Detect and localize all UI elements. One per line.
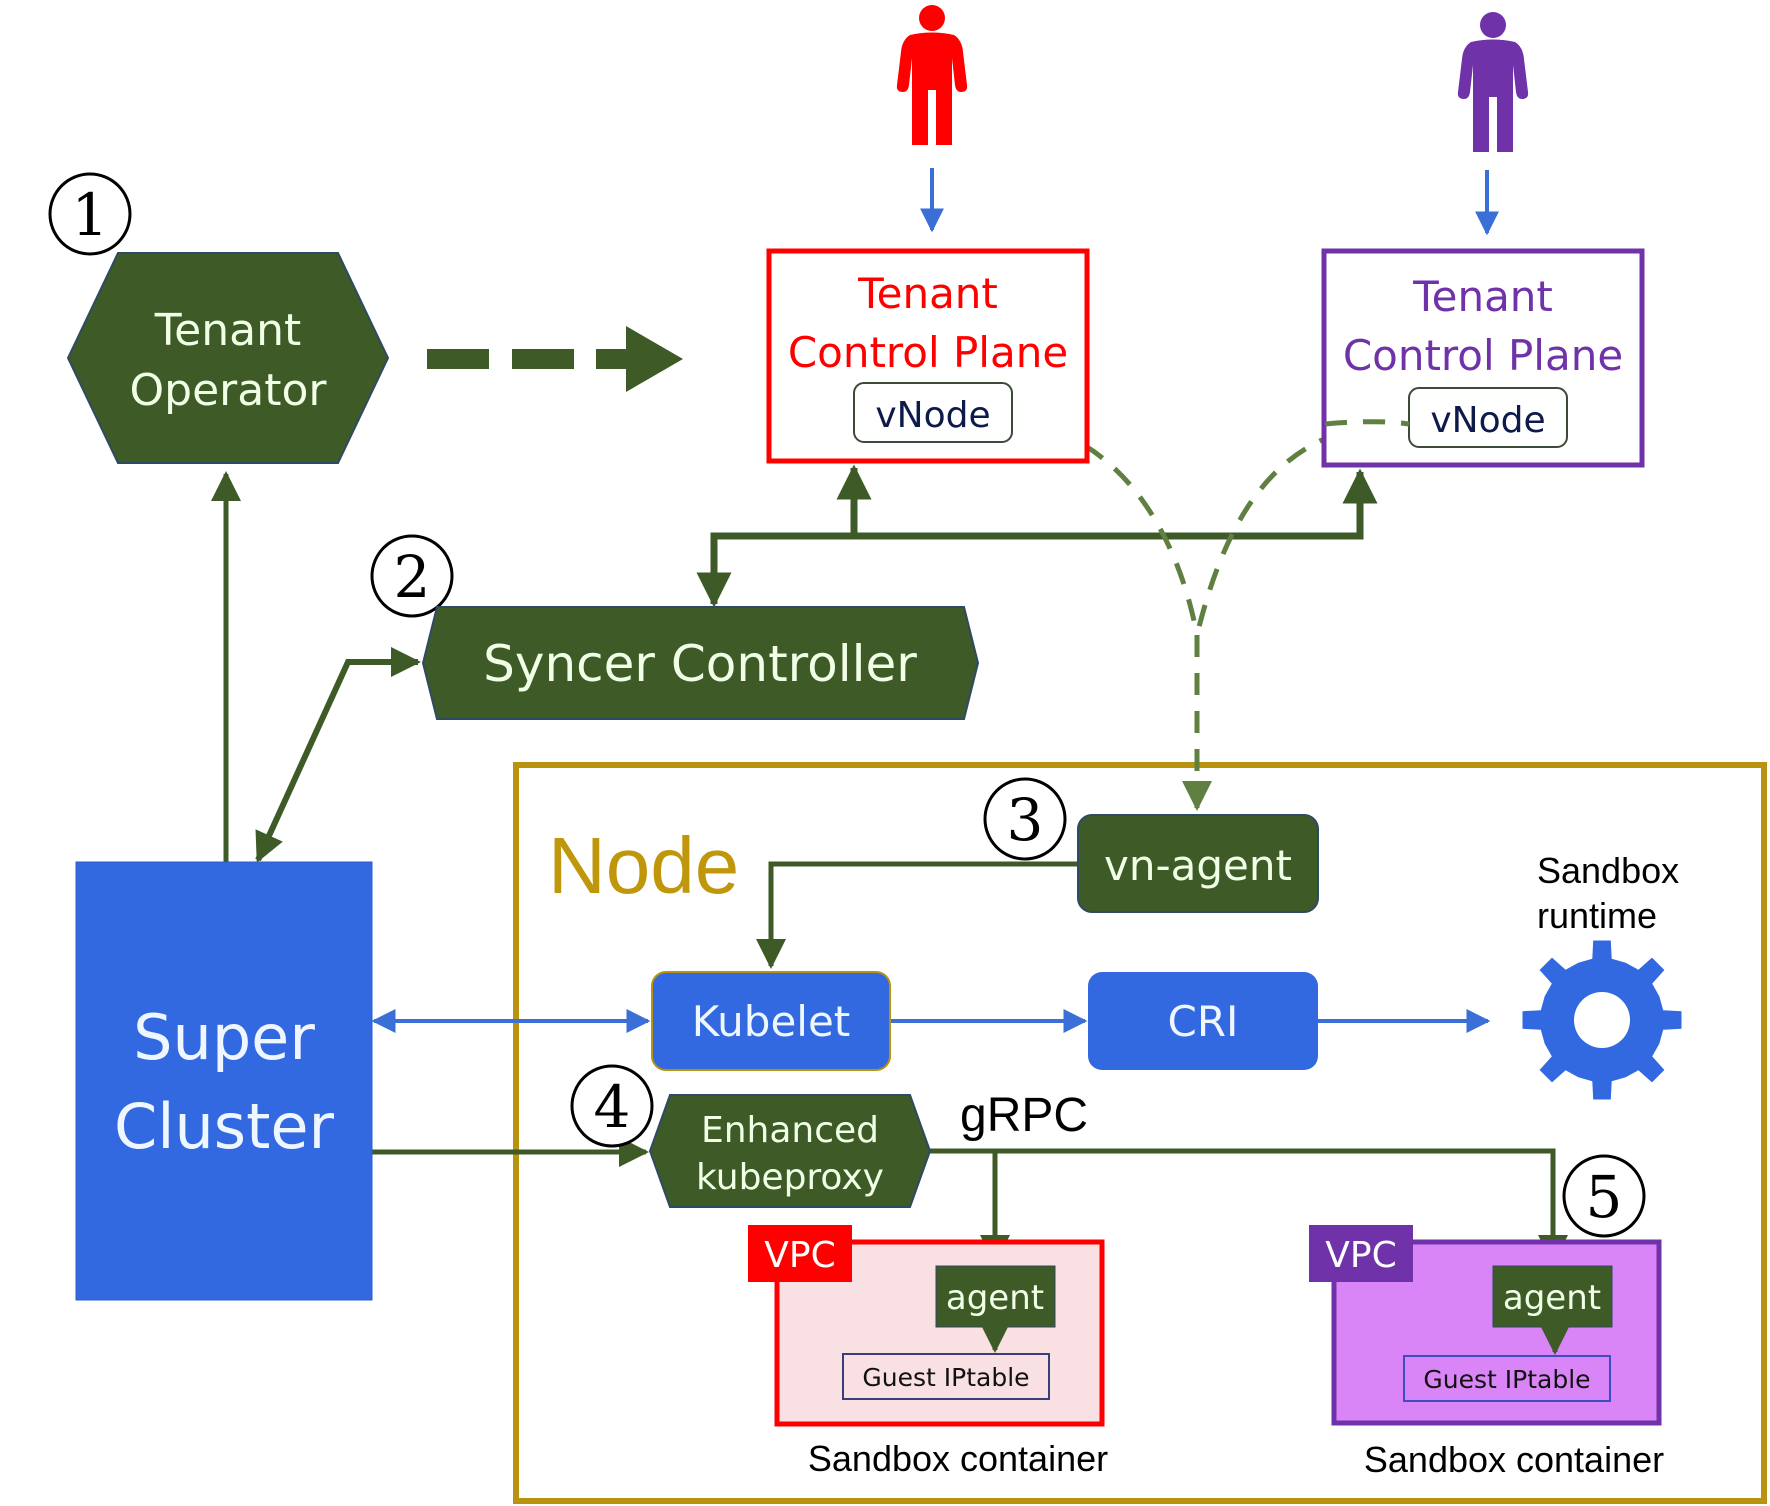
step-marker-3: 3: [983, 777, 1067, 861]
step-marker-2: 2: [370, 534, 454, 618]
guest-iptable-red-label: Guest IPtable: [862, 1363, 1029, 1392]
kubeproxy-line1: Enhanced: [701, 1110, 879, 1151]
super-cluster: Super Cluster: [75, 861, 373, 1301]
operator-creates-cp-arrow: [427, 326, 683, 392]
vpc-purple-label: VPC: [1325, 1235, 1396, 1276]
sandbox-container-purple: VPC agent Guest IPtable Sandbox containe…: [1309, 1225, 1664, 1480]
agent-red: [935, 1265, 1056, 1328]
agent-purple: [1492, 1265, 1613, 1328]
sandbox-runtime-line1: Sandbox: [1537, 850, 1679, 891]
svg-text:2: 2: [394, 543, 431, 611]
grpc-label: gRPC: [960, 1089, 1088, 1142]
svg-text:5: 5: [1586, 1163, 1623, 1231]
tcp-red-line2: Control Plane: [788, 328, 1068, 377]
vnode-to-vnagent-dashed: [1012, 419, 1416, 811]
vnagent-to-kubelet-arrow: [756, 861, 1078, 969]
purple-tenant-user: [1457, 12, 1529, 152]
vn-agent-label: vn-agent: [1104, 841, 1292, 890]
cri-label: CRI: [1168, 997, 1239, 1046]
tenant-control-plane-purple: Tenant Control Plane vNode: [1321, 248, 1645, 468]
vpc-badge-red: [748, 1225, 852, 1282]
vnode-red-label: vNode: [875, 395, 990, 436]
node-label: Node: [548, 821, 739, 910]
vnode-purple: [1408, 387, 1568, 448]
sandbox-red-caption: Sandbox container: [808, 1438, 1108, 1479]
person-icon: [1457, 12, 1529, 152]
svg-text:4: 4: [594, 1073, 631, 1141]
guest-iptable-purple-label: Guest IPtable: [1423, 1365, 1590, 1394]
guest-iptable-purple: [1403, 1355, 1611, 1402]
svg-text:1: 1: [72, 181, 109, 249]
syncer-controller: Syncer Controller: [421, 606, 980, 720]
tenant-operator-line2: Operator: [130, 365, 328, 416]
syncer-label: Syncer Controller: [483, 635, 917, 693]
person-icon: [896, 5, 968, 145]
syncer-to-tenant-cp-connector: [696, 464, 1378, 608]
super-cluster-line1: Super: [133, 1001, 315, 1074]
kubelet-label: Kubelet: [692, 997, 851, 1046]
step-marker-1: 1: [48, 172, 132, 256]
sandbox-container-red: VPC agent Guest IPtable Sandbox containe…: [748, 1225, 1108, 1479]
vnode-red: [853, 382, 1013, 443]
tcp-red-line1: Tenant: [857, 269, 998, 318]
enhanced-kubeproxy: Enhanced kubeproxy: [648, 1094, 932, 1208]
tenant-operator: Tenant Operator: [66, 252, 390, 464]
gear-icon: [1522, 940, 1682, 1100]
sandbox-purple-caption: Sandbox container: [1364, 1439, 1664, 1480]
agent-red-label: agent: [946, 1278, 1044, 1318]
guest-iptable-red: [842, 1353, 1050, 1400]
vpc-badge-purple: [1309, 1225, 1413, 1282]
tcp-purple-line2: Control Plane: [1343, 331, 1623, 380]
sandbox-runtime: Sandbox runtime: [1522, 850, 1682, 1100]
tenant-control-plane-red: Tenant Control Plane vNode: [766, 248, 1090, 464]
node-boundary: [513, 762, 1767, 1504]
sandbox-runtime-line2: runtime: [1537, 895, 1657, 936]
cri: CRI: [1088, 972, 1318, 1070]
super-cluster-line2: Cluster: [114, 1090, 335, 1163]
kubeproxy-line2: kubeproxy: [696, 1157, 884, 1198]
agent-purple-label: agent: [1503, 1278, 1601, 1318]
step-marker-5: 5: [1562, 1154, 1646, 1238]
vpc-red-label: VPC: [764, 1235, 835, 1276]
vnode-purple-dash-tail: [1324, 419, 1410, 427]
supercluster-syncer-arrow: [255, 647, 421, 863]
svg-text:3: 3: [1007, 786, 1044, 854]
red-tenant-user: [896, 5, 968, 145]
tcp-purple-line1: Tenant: [1412, 272, 1553, 321]
tenant-operator-line1: Tenant: [154, 305, 301, 356]
kubelet: Kubelet: [651, 971, 891, 1071]
vn-agent: vn-agent: [1077, 814, 1319, 913]
vnode-purple-label: vNode: [1430, 400, 1545, 441]
step-marker-4: 4: [570, 1064, 654, 1148]
